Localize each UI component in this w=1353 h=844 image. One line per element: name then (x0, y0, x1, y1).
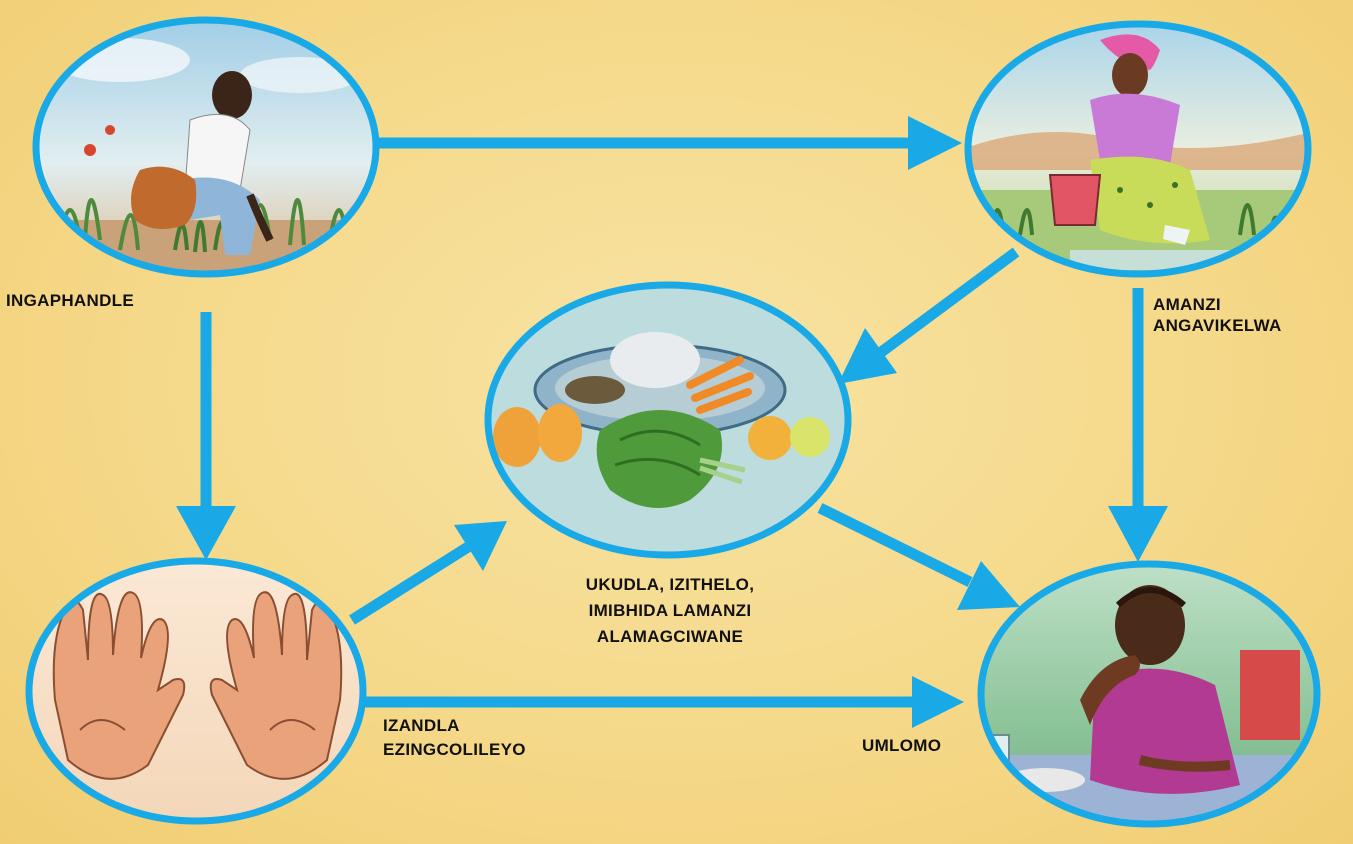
node-mouth-illustration (975, 560, 1335, 835)
arrow-water-to-food (838, 252, 1016, 384)
label-hands: IZANDLA EZINGCOLILEYO (383, 714, 526, 762)
node-water-illustration (960, 20, 1320, 280)
arrow-outdoor-to-hands (176, 312, 236, 560)
arrow-outdoor-to-water (376, 116, 962, 170)
node-hands-illustration (20, 555, 380, 830)
node-outdoor-illustration (30, 15, 390, 290)
label-water: AMANZI ANGAVIKELWA (1153, 294, 1282, 336)
arrow-food-to-mouth (820, 508, 1020, 610)
label-food: UKUDLA, IZITHELO, IMIBHIDA LAMANZI ALAMA… (520, 572, 820, 650)
label-mouth: UMLOMO (862, 735, 941, 756)
arrow-hands-to-food (352, 521, 507, 620)
label-outdoor: INGAPHANDLE (6, 290, 134, 311)
node-food-illustration (488, 285, 848, 555)
